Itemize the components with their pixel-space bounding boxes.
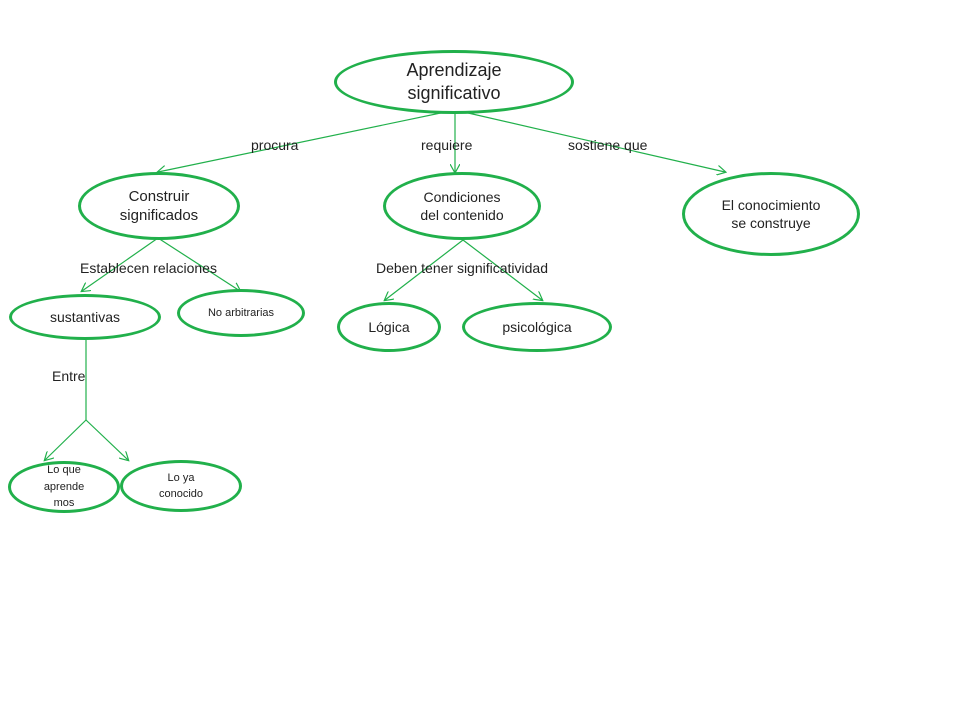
node-condiciones-del-contenido: Condiciones del contenido [383,172,541,240]
node-psicologica: psicológica [462,302,612,352]
connector-to-lo-ya-conocido [85,419,128,460]
node-el-conocimiento-se-construye-text: El conocimiento se construye [721,196,821,231]
node-lo-que-aprendemos-text: Lo que aprende mos [43,464,85,510]
node-lo-ya-conocido: Lo ya conocido [120,460,242,512]
node-no-arbitrarias-text: No arbitrarias [207,306,275,319]
node-lo-que-aprendemos: Lo que aprende mos [8,461,120,513]
node-aprendizaje-significativo: Aprendizaje significativo [334,50,574,114]
node-psicologica-text: psicológica [502,318,572,335]
label-entre: Entre [52,368,86,384]
connector-procura [158,109,456,172]
connector-to-no-arbitrarias [157,237,240,291]
node-sustantivas: sustantivas [9,294,161,340]
node-sustantivas-text: sustantivas [49,308,121,325]
node-logica: Lógica [337,302,441,352]
connector-to-logica [385,239,464,300]
connector-sostiene-que [454,109,725,172]
connector-to-psicologica [462,239,542,300]
label-sostiene-que: sostiene que [568,137,648,153]
node-lo-ya-conocido-text: Lo ya conocido [158,471,204,501]
label-establecen-relaciones: Establecen relaciones [80,260,217,276]
connector-to-sustantivas [82,237,159,291]
node-condiciones-del-contenido-text: Condiciones del contenido [420,188,504,223]
node-logica-text: Lógica [368,318,410,335]
node-no-arbitrarias: No arbitrarias [177,289,305,337]
node-construir-significados-text: Construir significados [119,187,199,225]
label-deben-tener-significatividad: Deben tener significatividad [376,260,548,276]
label-procura: procura [251,137,299,153]
node-el-conocimiento-se-construye: El conocimiento se construye [682,172,860,256]
connector-to-lo-que-aprendemos [45,419,87,460]
node-construir-significados: Construir significados [78,172,240,240]
node-aprendizaje-significativo-text: Aprendizaje significativo [406,59,502,103]
label-requiere: requiere [421,137,473,153]
